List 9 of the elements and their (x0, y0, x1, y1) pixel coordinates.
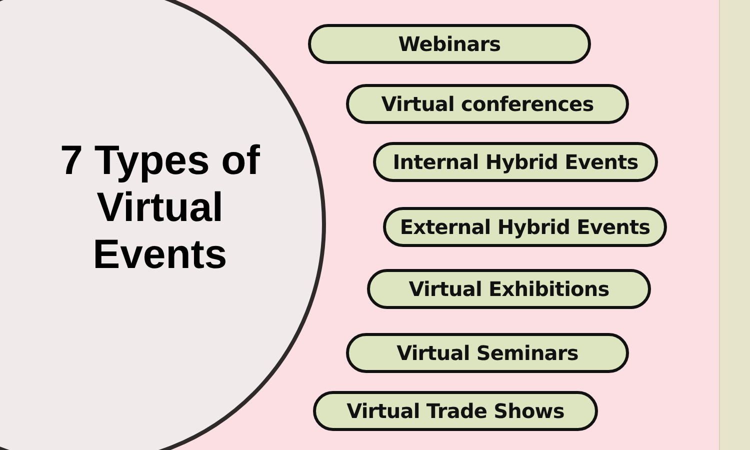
heading-text: 7 Types of Virtual Events (59, 137, 261, 278)
semicircle-shape (0, 0, 328, 450)
event-type-pill: Virtual Trade Shows (313, 391, 598, 431)
event-type-pill: Internal Hybrid Events (373, 142, 658, 182)
event-type-pill: Virtual conferences (346, 84, 629, 124)
event-type-pill: Virtual Exhibitions (367, 269, 651, 309)
event-type-pill: Webinars (308, 24, 591, 64)
event-type-pill: Virtual Seminars (346, 333, 629, 373)
event-type-pill: External Hybrid Events (383, 207, 667, 247)
